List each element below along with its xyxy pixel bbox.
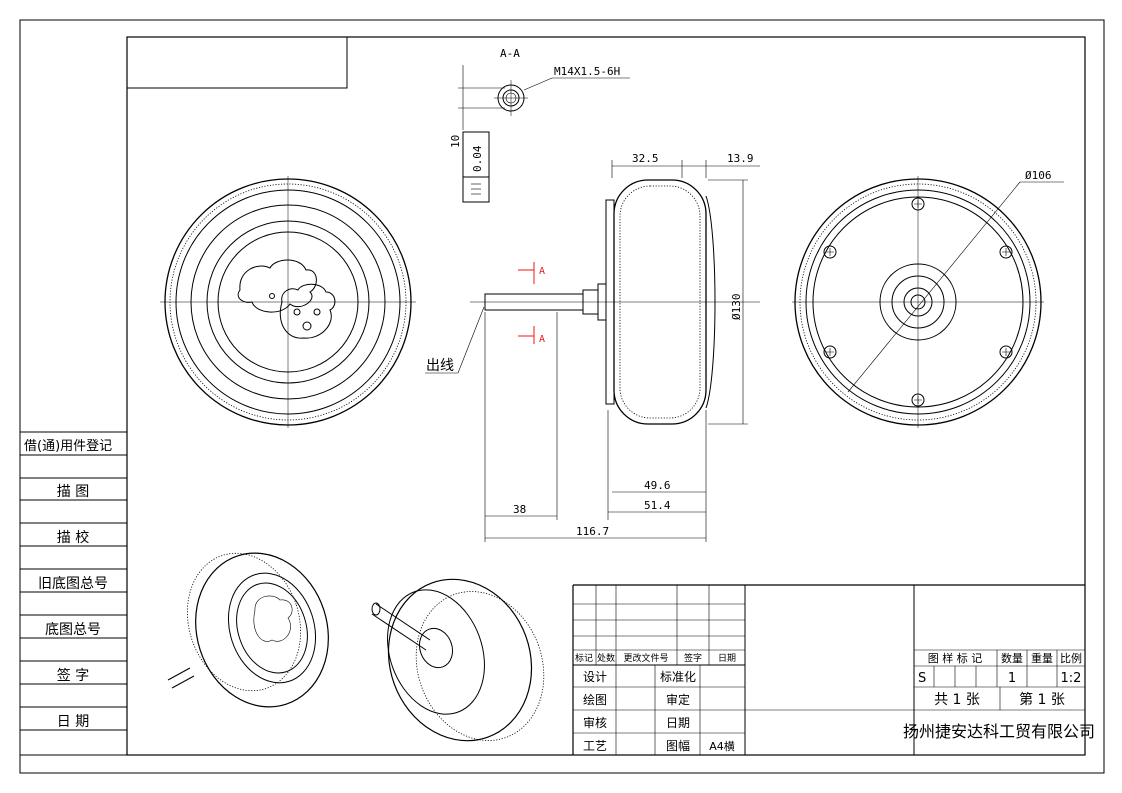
company-name: 扬州捷安达科工贸有限公司 [903, 722, 1095, 741]
front-view-wheel [160, 176, 416, 428]
cut-label-top: A [539, 266, 545, 277]
shaft-length-dim: 38 [513, 503, 526, 516]
role-design: 设计 [583, 670, 607, 684]
side-row-signature: 签 字 [57, 667, 89, 684]
prop-scale-header: 比例 [1060, 651, 1082, 665]
role-sheet-size: 图幅 [666, 738, 690, 753]
thread-spec: M14X1.5-6H [554, 65, 620, 78]
side-row-old-number: 旧底图总号 [38, 576, 108, 592]
side-row-date: 日 期 [57, 714, 89, 730]
rear-view-wheel: Ø106 [792, 169, 1064, 428]
side-row-trace: 描 图 [57, 484, 89, 500]
total-length-dim: 116.7 [576, 525, 609, 538]
total-sheets: 共 1 张 [934, 692, 980, 708]
prop-weight-header: 重量 [1031, 651, 1053, 665]
prop-qty-header: 数量 [1001, 652, 1023, 665]
flat-dimension: 10 [449, 135, 462, 148]
hub-offset-dim: 13.9 [727, 152, 754, 165]
rev-header-sign: 签字 [684, 652, 702, 664]
tolerance-frame [462, 131, 490, 203]
inner-frame [126, 36, 1086, 756]
isometric-view-left [167, 552, 329, 708]
sheet-size-value: A4横 [709, 739, 735, 753]
role-review: 审核 [583, 715, 607, 730]
sheet-number: 第 1 张 [1019, 691, 1065, 708]
section-title: A-A [500, 47, 520, 60]
lead-wire-label: 出线 [426, 358, 454, 374]
role-draw: 绘图 [583, 692, 607, 707]
rev-header-mark: 标记 [575, 652, 593, 664]
section-a-a: A-A M14X1.5-6H 10 0.04 [449, 47, 630, 203]
side-row-trace-check: 描 校 [57, 529, 89, 546]
side-registration-table: 借(通)用件登记 描 图 描 校 旧底图总号 底图总号 签 字 日 期 [20, 431, 127, 731]
width-outer-dim: 51.4 [644, 499, 671, 512]
role-approve: 审定 [666, 692, 690, 707]
bear-logo [237, 259, 336, 339]
width-inner-dim: 49.6 [644, 479, 671, 492]
cut-label-bottom: A [539, 334, 545, 345]
rev-header-date: 日期 [718, 653, 736, 664]
role-date: 日期 [666, 716, 690, 730]
side-view-wheel: A A 出线 32.5 13.9 Ø130 49.6 51.4 38 [425, 152, 760, 542]
scale-value: 1:2 [1061, 671, 1082, 686]
hub-width-dim: 32.5 [632, 152, 659, 165]
outer-frame [19, 19, 1105, 774]
rev-header-count: 处数 [597, 652, 615, 664]
tire-diameter-dim: Ø130 [730, 294, 743, 321]
role-standardize: 标准化 [660, 670, 696, 684]
prop-mark-header: 图 样 标 记 [928, 651, 983, 665]
mark-value: S [918, 671, 926, 686]
side-table-title: 借(通)用件登记 [24, 439, 112, 454]
mounting-screws [823, 197, 1013, 407]
role-process: 工艺 [583, 739, 607, 753]
top-left-box [126, 36, 348, 89]
bolt-circle-dim: Ø106 [1025, 169, 1052, 182]
isometric-view-right [371, 578, 545, 742]
rev-header-doc: 更改文件号 [623, 652, 668, 664]
side-row-base-number: 底图总号 [45, 622, 101, 638]
qty-value: 1 [1008, 671, 1016, 686]
title-block: 标记 处数 更改文件号 签字 日期 设计 标准化 绘图 审定 审核 日期 工艺 … [572, 584, 1095, 755]
tolerance-value: 0.04 [471, 145, 484, 172]
